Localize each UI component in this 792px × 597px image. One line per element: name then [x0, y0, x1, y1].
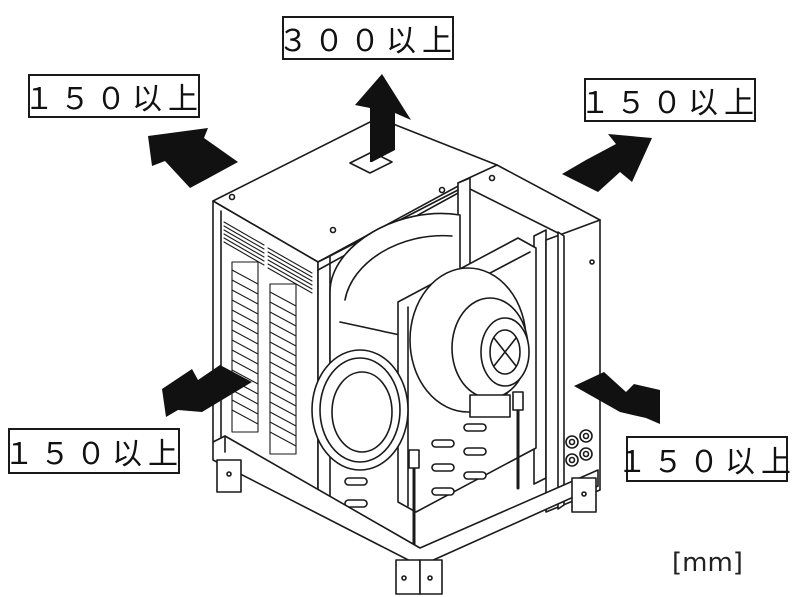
clearance-label-upper-left: １５０以上	[24, 74, 200, 118]
left-lower-louvers	[231, 261, 297, 455]
arrow-upper-right	[562, 134, 652, 192]
arrow-lower-right	[574, 372, 660, 424]
motor	[409, 267, 530, 418]
lower-slots	[344, 423, 487, 508]
arrow-upper-left	[148, 128, 238, 188]
clearance-label-top: ３００以上	[278, 16, 454, 60]
electrical-box	[545, 219, 601, 513]
cable-gland-cluster	[565, 429, 593, 467]
inlet-ring	[311, 349, 409, 471]
unit-label: [mm]	[672, 548, 743, 578]
clearance-label-lower-left: １５０以上	[4, 428, 180, 474]
left-upper-louvers	[223, 221, 313, 294]
arrow-up	[355, 74, 411, 162]
base-frame	[212, 435, 599, 595]
housing-top-panel	[212, 117, 601, 263]
arrow-lower-left	[162, 365, 252, 417]
clearance-label-upper-right: １５０以上	[580, 78, 756, 122]
isolators	[408, 391, 524, 552]
clearance-label-lower-right: １５０以上	[617, 436, 791, 482]
